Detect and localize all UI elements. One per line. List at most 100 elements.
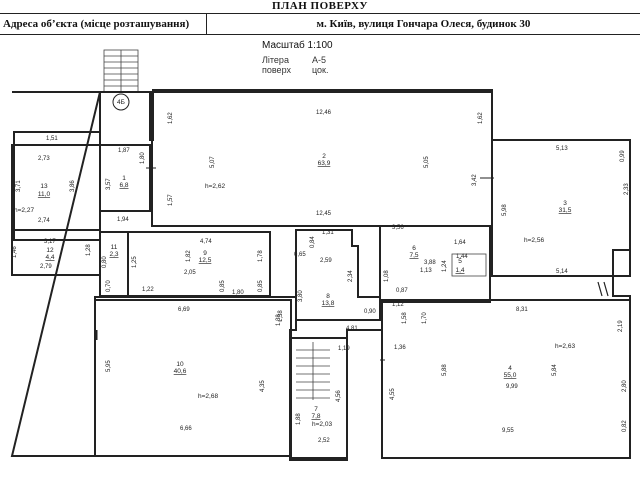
room-7-number: 7 <box>314 406 318 413</box>
dim-65: 1,88 <box>296 413 302 425</box>
room-3-height: h=2,56 <box>524 237 544 244</box>
dim-39: 0,84 <box>310 236 316 248</box>
room-3-number: 3 <box>563 200 567 207</box>
room-13-area: 11,0 <box>38 191 51 198</box>
openings <box>94 167 609 361</box>
dim-5: 2,74 <box>38 218 50 224</box>
dim-37: 1,25 <box>132 256 138 268</box>
dim-12: 3,57 <box>106 178 112 190</box>
dim-49: 1,64 <box>454 240 466 246</box>
address-row: Адреса об’єкта (місце розташування) м. К… <box>0 13 640 35</box>
room-4-number: 4 <box>508 365 512 372</box>
dim-22: 5,13 <box>556 146 568 152</box>
dim-43: 3,80 <box>298 290 304 302</box>
dim-60: 5,95 <box>106 360 112 372</box>
dim-38: 0,65 <box>294 252 306 258</box>
dim-19: 1,57 <box>168 194 174 206</box>
dim-31: 0,85 <box>220 280 226 292</box>
dim-71: 5,84 <box>552 364 558 376</box>
room-1-area: 6,8 <box>119 182 128 189</box>
address-value: м. Київ, вулиця Гончара Олеся, будинок 3… <box>316 18 531 30</box>
dim-46: 1,19 <box>338 346 350 352</box>
floor-label: поверх <box>262 65 291 75</box>
room-11-number: 11 <box>111 244 118 251</box>
dim-41: 2,59 <box>320 258 332 264</box>
room-2-number: 2 <box>322 153 326 160</box>
dim-50: 3,88 <box>424 260 436 266</box>
room-10-height: h=2,68 <box>198 393 218 400</box>
room-6-number: 6 <box>412 245 416 252</box>
dim-34: 0,80 <box>102 256 108 268</box>
marker-4b-label: 4Б <box>117 99 125 106</box>
address-label: Адреса об’єкта (місце розташування) <box>0 14 207 34</box>
dim-54: 1,08 <box>384 270 390 282</box>
marker-4b: 4Б <box>112 93 130 111</box>
dim-7: 2,79 <box>40 264 52 270</box>
dim-18: 1,62 <box>478 112 484 124</box>
dim-56: 1,12 <box>392 302 404 308</box>
dim-42: 2,34 <box>348 270 354 282</box>
dim-52: 1,24 <box>442 260 448 272</box>
room-10-number: 10 <box>176 361 184 368</box>
room-1-outline <box>99 144 151 212</box>
dim-4: 3,86 <box>70 180 76 192</box>
dim-1: 1,51 <box>46 136 58 142</box>
dim-28: 1,82 <box>186 250 192 262</box>
dim-6: 3,17 <box>44 239 56 245</box>
room-8-area: 13,8 <box>322 300 335 307</box>
dim-51: 1,13 <box>420 268 432 274</box>
dim-55: 0,87 <box>396 288 408 294</box>
dim-57: 1,58 <box>402 312 408 324</box>
dim-16: 5,07 <box>210 156 216 168</box>
dim-10: 1,87 <box>118 148 130 154</box>
room-4-area: 55,0 <box>504 372 517 379</box>
dim-67: 8,31 <box>516 307 528 313</box>
dim-48: 3,56 <box>392 225 404 231</box>
top-staircase <box>103 49 139 93</box>
room-8-outline <box>295 229 381 321</box>
room-11-area: 2,3 <box>109 251 118 258</box>
dim-74: 9,55 <box>502 428 514 434</box>
room-6-outline <box>379 225 491 303</box>
room-7-height: h=2,03 <box>312 421 332 428</box>
room-3-outline <box>491 139 631 277</box>
plan-title: ПЛАН ПОВЕРХУ <box>272 0 368 12</box>
dim-59: 6,69 <box>178 307 190 313</box>
dim-69: 1,36 <box>394 345 406 351</box>
dim-30: 1,78 <box>258 250 264 262</box>
litera-value: А-5 <box>312 55 327 65</box>
dim-33: 0,85 <box>258 280 264 292</box>
dim-26: 5,14 <box>556 269 568 275</box>
dim-44: 0,90 <box>364 309 376 315</box>
dim-24: 5,98 <box>502 204 508 216</box>
dim-11: 1,80 <box>140 152 146 164</box>
dim-76: 4,55 <box>390 388 396 400</box>
dim-2: 2,73 <box>38 156 50 162</box>
dim-35: 1,22 <box>142 287 154 293</box>
room-9-outline <box>127 231 271 297</box>
room-9-number: 9 <box>203 250 207 257</box>
dim-8: 1,46 <box>12 246 18 258</box>
room-3-area: 31,5 <box>559 207 572 214</box>
room-7-outline <box>290 337 348 459</box>
dim-68: 2,19 <box>618 320 624 332</box>
room-8-number: 8 <box>326 293 330 300</box>
room-4-height: h=2,63 <box>555 343 575 350</box>
dim-23: 0,99 <box>620 150 626 162</box>
room-13-height: h=2,27 <box>14 207 34 214</box>
room-1-number: 1 <box>122 175 126 182</box>
room-7-area: 7,8 <box>311 413 320 420</box>
dim-58: 1,70 <box>422 312 428 324</box>
dim-73: 2,80 <box>622 380 628 392</box>
dim-62: 6,66 <box>180 426 192 432</box>
dim-70: 5,88 <box>442 364 448 376</box>
dim-3: 3,71 <box>16 180 22 192</box>
dim-25: 2,33 <box>624 183 630 195</box>
dim-14: 12,46 <box>316 110 332 116</box>
dim-27: 4,74 <box>200 239 212 245</box>
room-2-height: h=2,62 <box>205 183 225 190</box>
room-5-area: 1,4 <box>455 267 464 274</box>
dimension-labels: 1,51 2,73 3,71 3,86 2,74 3,17 2,79 1,46 … <box>12 110 630 444</box>
dim-53: 1,44 <box>456 254 468 260</box>
